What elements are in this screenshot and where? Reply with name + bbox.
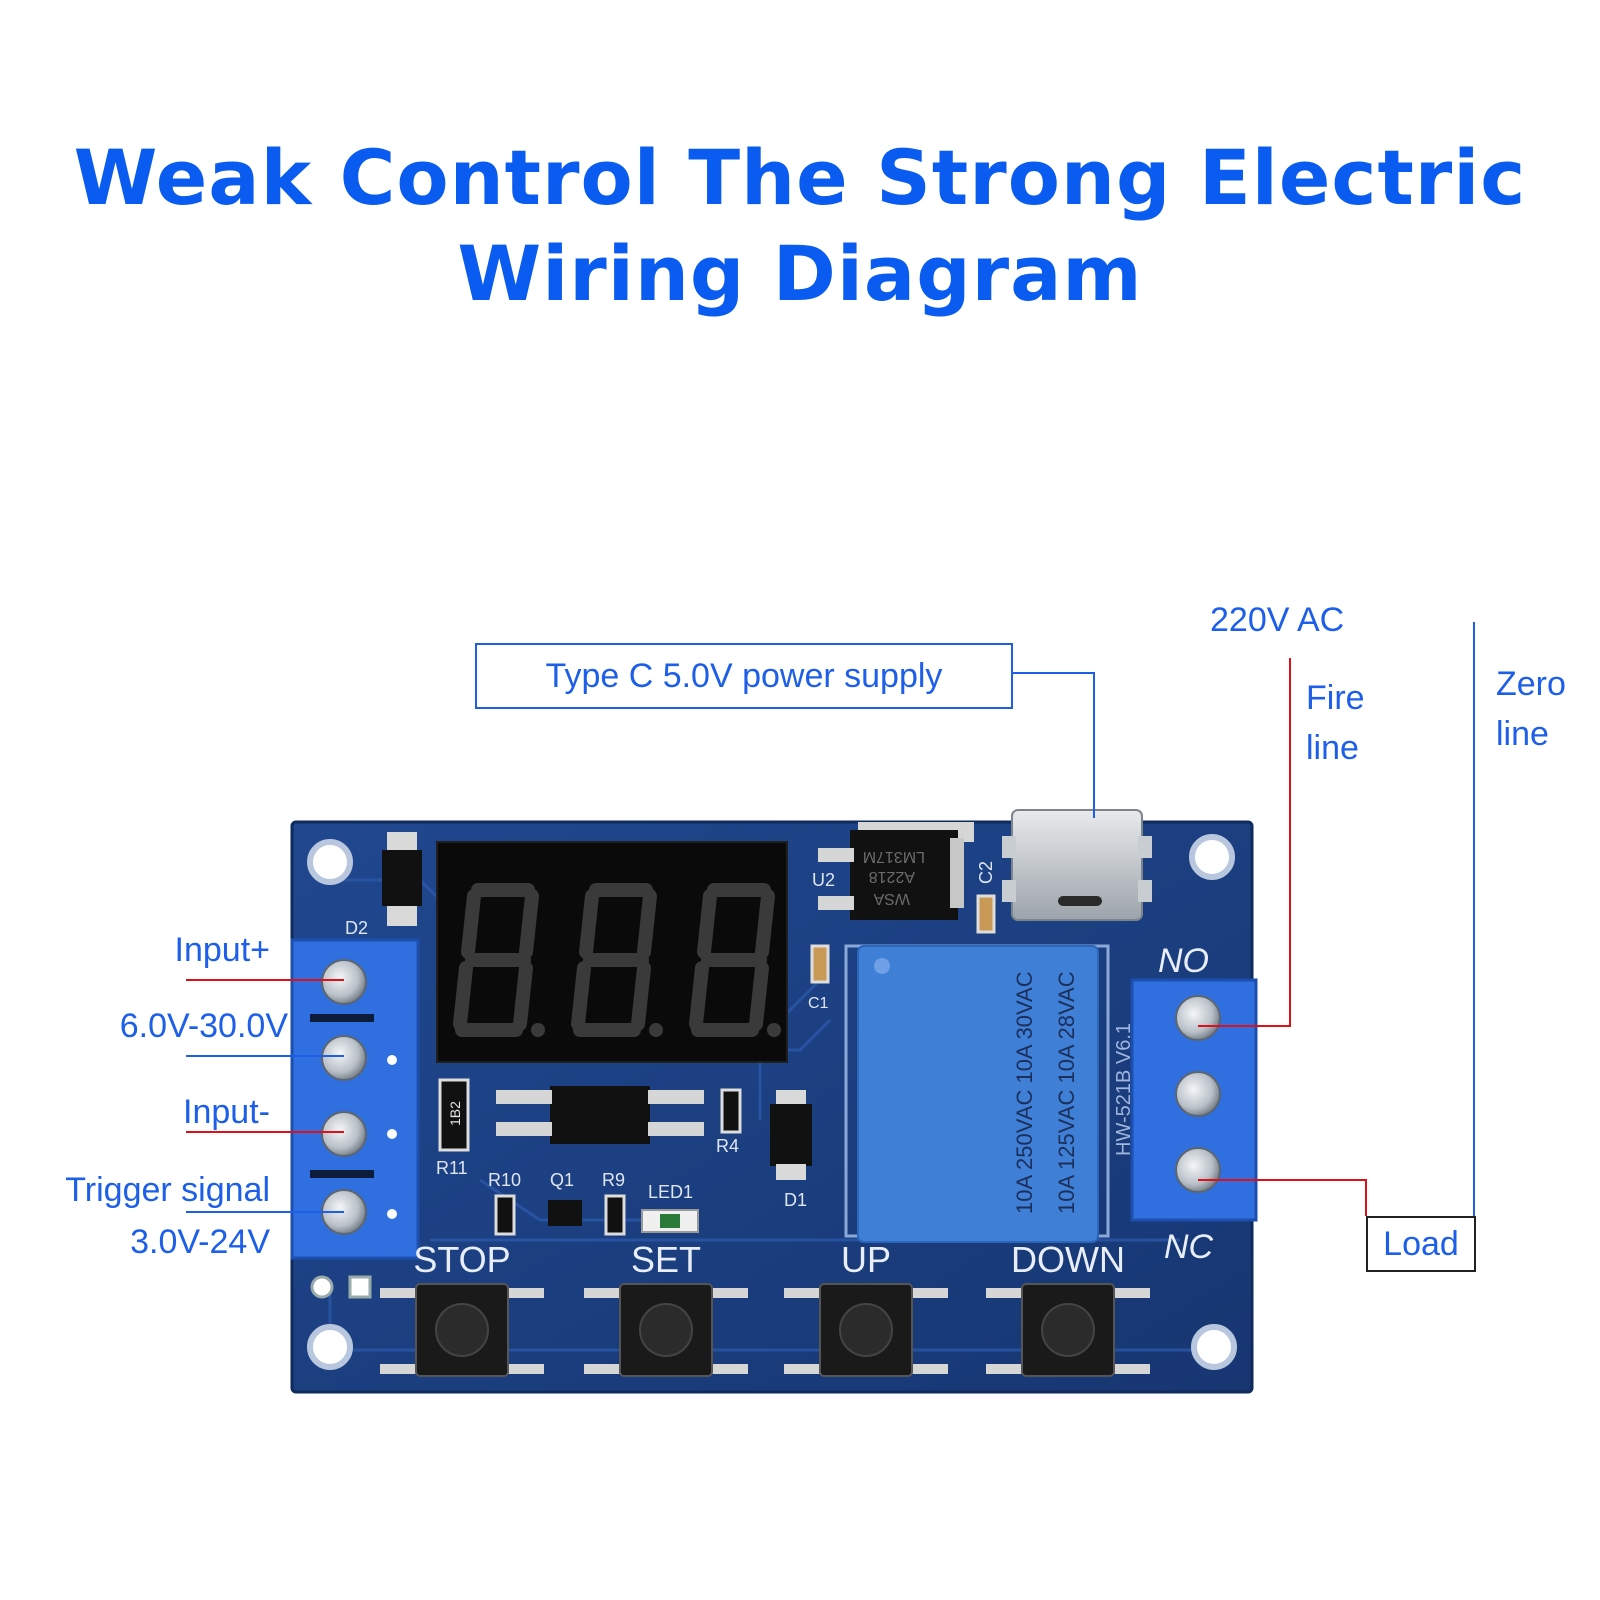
silk-d1: D1 <box>784 1190 807 1210</box>
wires <box>186 622 1475 1218</box>
transistor-q1 <box>548 1200 582 1226</box>
input-voltage-label: 6.0V-30.0V <box>119 1007 288 1045</box>
wire-load <box>1198 1179 1367 1216</box>
input-minus-label: Input- <box>183 1093 270 1131</box>
resistor-r10 <box>494 1194 516 1236</box>
fire-line-label-2: line <box>1306 729 1359 767</box>
resistor-r11 <box>438 1078 470 1152</box>
silk-c2: C2 <box>976 861 996 884</box>
zero-line-label-1: Zero <box>1496 665 1566 703</box>
regulator-code-text: A2218 <box>869 868 915 885</box>
diode-d2 <box>382 832 422 926</box>
ac-voltage-label: 220V AC <box>1210 601 1345 639</box>
relay-terminal-screws <box>1175 995 1221 1193</box>
trigger-signal-label: Trigger signal <box>65 1171 270 1209</box>
silk-d2: D2 <box>345 918 368 938</box>
button-set: SET <box>584 1239 748 1377</box>
relay-no-label: NO <box>1158 942 1209 980</box>
relay-rating-1: 10A 250VAC 10A 30VAC <box>1012 971 1037 1214</box>
silk-q1: Q1 <box>550 1170 574 1190</box>
title-line-2: Wiring Diagram <box>457 229 1143 318</box>
regulator-u2 <box>818 822 974 920</box>
input-terminal-screws <box>321 959 367 1235</box>
button-up: UP <box>784 1239 948 1377</box>
tactile-buttons: STOP SET UP DOWN <box>380 1239 1150 1377</box>
silk-r4: R4 <box>716 1136 739 1156</box>
button-label-down: DOWN <box>1011 1239 1125 1280</box>
regulator-text: LM317M <box>863 848 925 865</box>
display-digits <box>453 883 775 1037</box>
capacitor-c2 <box>976 894 996 934</box>
title-line-1: Weak Control The Strong Electric <box>73 133 1527 222</box>
button-stop: STOP <box>380 1239 544 1377</box>
resistor-r9 <box>604 1194 626 1236</box>
regulator-brand-text: WSA <box>873 890 910 907</box>
fire-line-label-1: Fire <box>1306 679 1365 717</box>
silk-r9: R9 <box>602 1170 625 1190</box>
silk-c1: C1 <box>808 995 829 1012</box>
power-supply-label: Type C 5.0V power supply <box>475 643 1013 709</box>
capacitor-c1 <box>810 944 830 984</box>
button-label-set: SET <box>631 1239 701 1280</box>
wire-power-supply <box>1011 672 1095 818</box>
button-label-stop: STOP <box>413 1239 510 1280</box>
silk-r11-value: 1B2 <box>447 1101 463 1126</box>
button-label-up: UP <box>841 1239 891 1280</box>
silk-r10: R10 <box>488 1170 521 1190</box>
resistor-r4 <box>720 1088 742 1134</box>
mounting-holes <box>307 834 1237 1370</box>
display-dots <box>531 1023 781 1037</box>
input-plus-label: Input+ <box>174 931 270 969</box>
button-down: DOWN <box>986 1239 1150 1377</box>
silk-led1: LED1 <box>648 1182 693 1202</box>
board-model: HW-521B V6.1 <box>1113 1023 1135 1156</box>
usb-type-c-port <box>1002 809 1152 921</box>
optocoupler <box>496 1086 704 1144</box>
relay-body <box>857 945 1099 1243</box>
trigger-voltage-label: 3.0V-24V <box>130 1223 270 1261</box>
silk-r11: R11 <box>436 1158 468 1178</box>
relay-rating-2: 10A 125VAC 10A 28VAC <box>1054 971 1079 1214</box>
silk-u2: U2 <box>812 870 835 890</box>
relay-nc-label: NC <box>1164 1228 1214 1266</box>
wire-fire-line <box>1198 658 1291 1027</box>
diode-d1 <box>770 1090 812 1180</box>
zero-line-label-2: line <box>1496 715 1549 753</box>
load-label: Load <box>1366 1216 1476 1272</box>
